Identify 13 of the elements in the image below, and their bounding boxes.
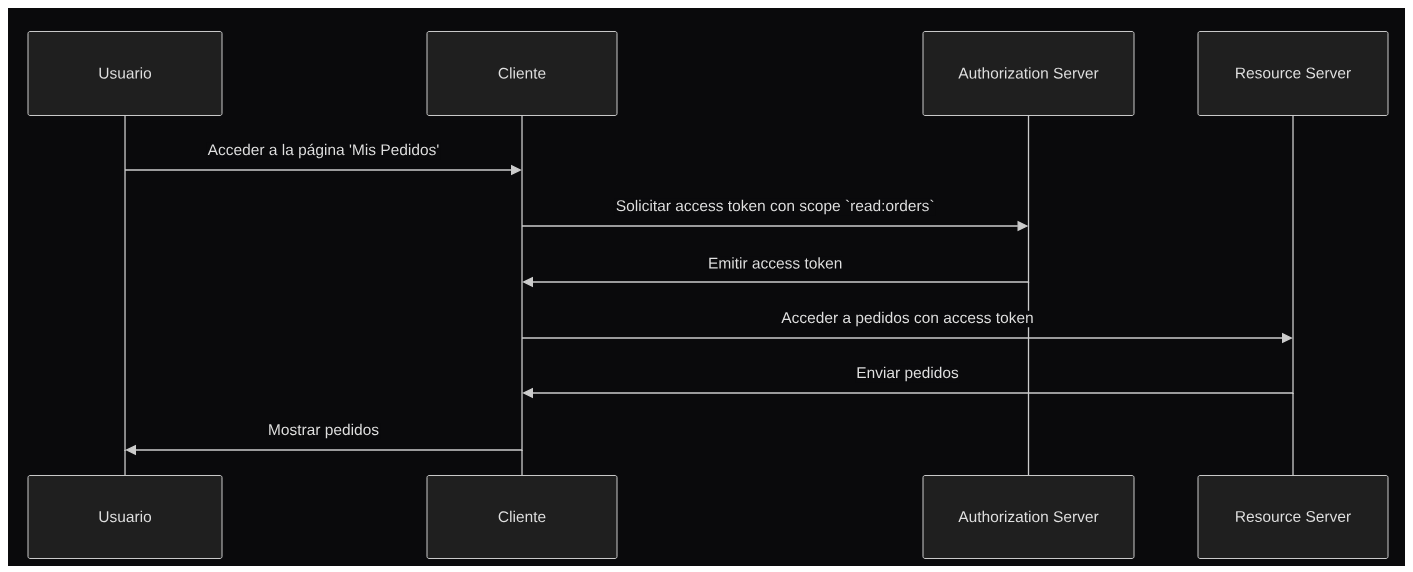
lifeline (1027, 281, 1030, 476)
participant-box: Cliente (426, 475, 618, 559)
participant-box: Cliente (426, 31, 618, 116)
lifeline (124, 449, 126, 476)
message-label: Emitir access token (707, 256, 844, 270)
lifeline (1292, 392, 1294, 476)
participant-box: Authorization Server (922, 475, 1135, 559)
participant-box: Resource Server (1197, 31, 1389, 116)
lifeline (521, 449, 523, 476)
participant-box: Usuario (27, 31, 223, 116)
participant-box: Resource Server (1197, 475, 1389, 559)
participant-box: Usuario (27, 475, 223, 559)
participant-box: Authorization Server (922, 31, 1135, 116)
